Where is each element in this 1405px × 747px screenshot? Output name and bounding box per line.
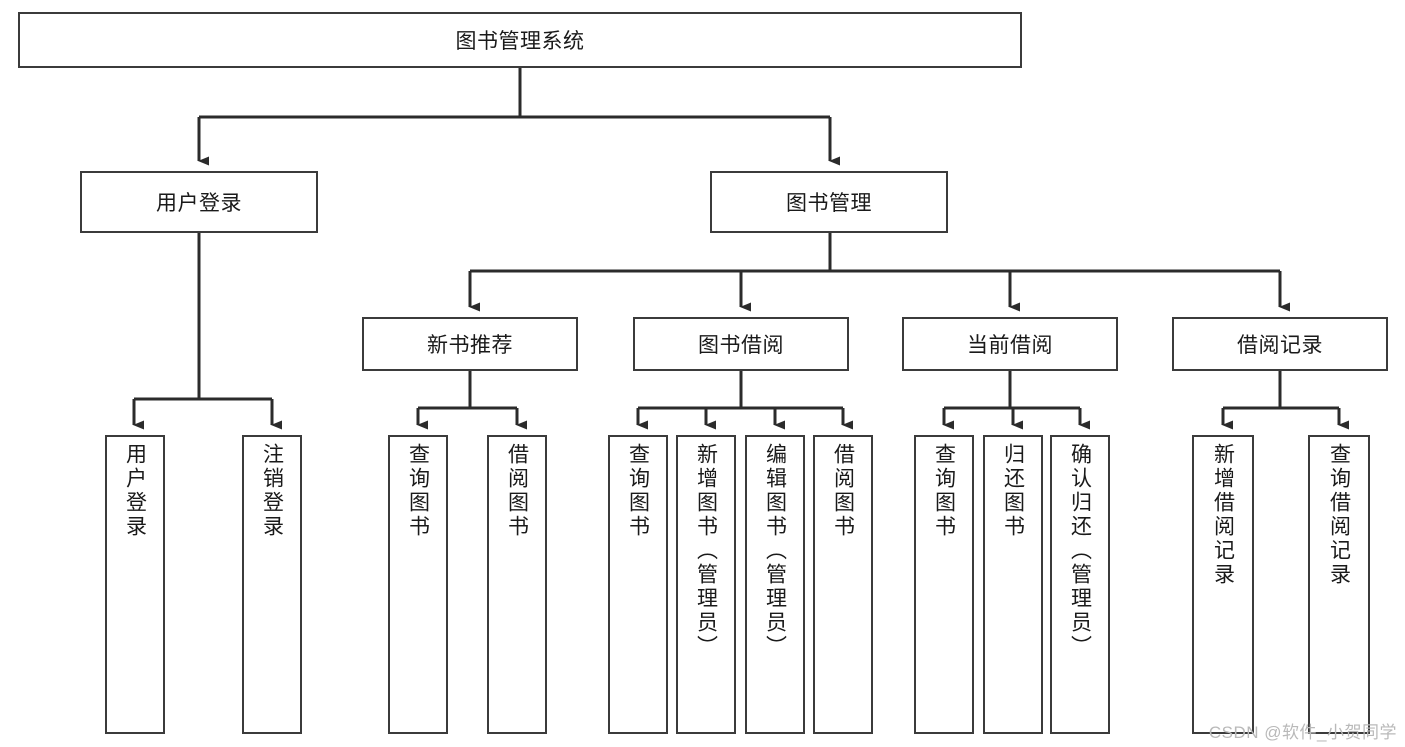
node-leaf-add-book[interactable]: 新增图书（管理员） (676, 435, 736, 734)
node-user-login-label: 用户登录 (156, 192, 242, 215)
node-leaf-query-book-1[interactable]: 查询图书 (388, 435, 448, 734)
node-leaf-borrow-book-2-label: 借阅图书 (831, 443, 855, 539)
node-root[interactable]: 图书管理系统 (18, 12, 1022, 68)
node-new-book-rec[interactable]: 新书推荐 (362, 317, 578, 371)
node-leaf-query-book-2-label: 查询图书 (626, 443, 650, 539)
node-book-manage-label: 图书管理 (786, 192, 872, 215)
node-current-borrow-label: 当前借阅 (967, 334, 1053, 357)
node-leaf-add-record-label: 新增借阅记录 (1211, 443, 1235, 587)
node-user-login[interactable]: 用户登录 (80, 171, 318, 233)
node-leaf-borrow-book-1-label: 借阅图书 (505, 443, 529, 539)
node-new-book-rec-label: 新书推荐 (427, 334, 513, 357)
node-leaf-user-login[interactable]: 用户登录 (105, 435, 165, 734)
node-leaf-borrow-book-1[interactable]: 借阅图书 (487, 435, 547, 734)
node-borrow-record-label: 借阅记录 (1237, 334, 1323, 357)
node-leaf-borrow-book-2[interactable]: 借阅图书 (813, 435, 873, 734)
node-leaf-query-book-3[interactable]: 查询图书 (914, 435, 974, 734)
node-book-borrow-label: 图书借阅 (698, 334, 784, 357)
node-leaf-query-book-2[interactable]: 查询图书 (608, 435, 668, 734)
node-leaf-query-book-1-label: 查询图书 (406, 443, 430, 539)
node-leaf-add-book-label: 新增图书（管理员） (694, 443, 718, 659)
node-borrow-record[interactable]: 借阅记录 (1172, 317, 1388, 371)
node-leaf-user-logout-label: 注销登录 (260, 443, 284, 539)
node-book-manage[interactable]: 图书管理 (710, 171, 948, 233)
node-leaf-edit-book-label: 编辑图书（管理员） (763, 443, 787, 659)
node-leaf-query-record-label: 查询借阅记录 (1327, 443, 1351, 587)
node-leaf-query-record[interactable]: 查询借阅记录 (1308, 435, 1370, 734)
watermark-text: CSDN @软件_小贺同学 (1208, 723, 1397, 742)
node-leaf-confirm-return[interactable]: 确认归还（管理员） (1050, 435, 1110, 734)
node-root-label: 图书管理系统 (455, 30, 585, 53)
node-leaf-user-logout[interactable]: 注销登录 (242, 435, 302, 734)
node-leaf-confirm-return-label: 确认归还（管理员） (1068, 443, 1092, 659)
node-leaf-edit-book[interactable]: 编辑图书（管理员） (745, 435, 805, 734)
node-leaf-return-book-label: 归还图书 (1001, 443, 1025, 539)
node-book-borrow[interactable]: 图书借阅 (633, 317, 849, 371)
node-leaf-return-book[interactable]: 归还图书 (983, 435, 1043, 734)
node-leaf-user-login-label: 用户登录 (123, 443, 147, 539)
node-leaf-add-record[interactable]: 新增借阅记录 (1192, 435, 1254, 734)
node-current-borrow[interactable]: 当前借阅 (902, 317, 1118, 371)
node-leaf-query-book-3-label: 查询图书 (932, 443, 956, 539)
